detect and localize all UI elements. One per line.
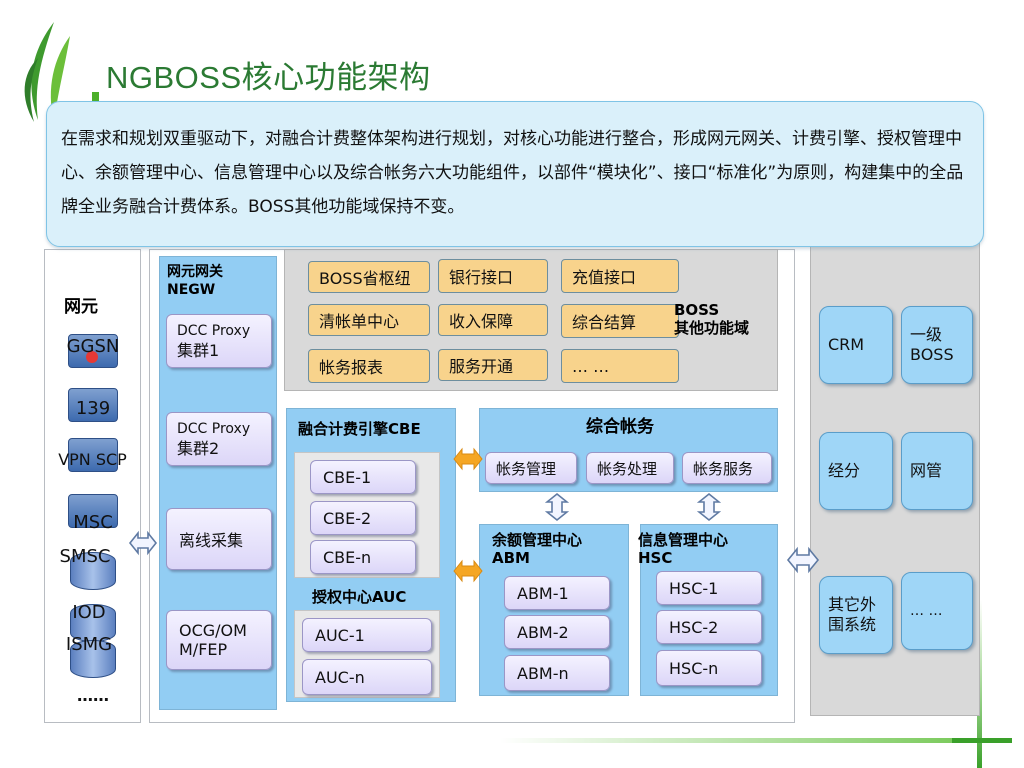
database-icon <box>70 640 116 678</box>
hsc-heading-line2: HSC <box>638 549 673 567</box>
abm-1-box: ABM-1 <box>504 576 610 610</box>
switch-icon <box>68 438 118 472</box>
external-more: … … <box>901 572 973 650</box>
abm-n-box: ABM-n <box>504 655 610 691</box>
cbe-n-box: CBE-n <box>310 540 416 574</box>
negw-dcc-proxy-2: DCC Proxy 集群2 <box>166 412 272 466</box>
hsc-1-box: HSC-1 <box>656 571 762 605</box>
negw-box-label: 集群1 <box>177 341 220 360</box>
bank-interface-box: 银行接口 <box>438 259 548 293</box>
auc-heading: 授权中心AUC <box>312 588 407 606</box>
billing-report-box: 帐务报表 <box>308 349 430 383</box>
account-service-box: 帐务服务 <box>682 452 772 484</box>
double-arrow-icon <box>453 559 483 583</box>
negw-heading-line1: 网元网关 <box>167 264 223 280</box>
vertical-double-arrow-icon <box>697 492 721 522</box>
settlement-box: 综合结算 <box>561 304 679 338</box>
external-label: 围系统 <box>828 615 877 634</box>
negw-ocg-omm-fep: OCG/OM M/FEP <box>166 610 272 670</box>
external-other-systems: 其它外 围系统 <box>819 576 893 654</box>
switch-icon <box>68 388 118 422</box>
recharge-interface-box: 充值接口 <box>561 259 679 293</box>
network-element-heading: 网元 <box>64 297 98 317</box>
negw-box-label: OCG/OM <box>179 621 247 640</box>
negw-heading-line2: NEGW <box>167 282 216 298</box>
ne-ggsn: GGSN <box>66 336 120 357</box>
hsc-n-box: HSC-n <box>656 650 762 686</box>
abm-heading-line2: ABM <box>492 549 530 567</box>
router-status-icon <box>86 351 98 363</box>
double-arrow-icon <box>128 530 158 556</box>
ne-vpn-scp: VPN SCP <box>58 450 127 469</box>
boss-other-heading-line1: BOSS <box>674 301 720 319</box>
ne-ismg: ISMG <box>65 634 113 655</box>
ne-msc: MSC <box>73 512 113 533</box>
negw-heading: 网元网关 NEGW <box>167 263 223 299</box>
double-arrow-icon <box>786 546 820 574</box>
intro-text: 在需求和规划双重驱动下，对融合计费整体架构进行规划，对核心功能进行整合，形成网元… <box>61 129 964 217</box>
leaf-logo-icon <box>24 22 70 122</box>
ne-more: …… <box>77 686 109 705</box>
boss-other-heading-line2: 其他功能域 <box>674 319 750 337</box>
auc-n-box: AUC-n <box>302 659 432 695</box>
external-label: 一级 <box>910 325 943 344</box>
abm-heading-line1: 余额管理中心 <box>492 531 583 549</box>
hsc-heading: 信息管理中心 HSC <box>638 531 728 567</box>
ne-iod: IOD <box>72 602 106 623</box>
abm-heading: 余额管理中心 ABM <box>492 531 582 567</box>
negw-box-label: M/FEP <box>179 640 228 659</box>
negw-offline-collection: 离线采集 <box>166 508 272 570</box>
external-label: 其它外 <box>828 595 877 614</box>
page-title: NGBOSS核心功能架构 <box>106 60 431 95</box>
accounting-heading: 综合帐务 <box>586 417 654 437</box>
clearing-center-box: 清帐单中心 <box>308 304 430 336</box>
abm-2-box: ABM-2 <box>504 615 610 649</box>
database-icon <box>70 604 116 642</box>
external-label: BOSS <box>910 345 954 364</box>
hsc-2-box: HSC-2 <box>656 610 762 644</box>
title-accent <box>92 92 99 104</box>
double-arrow-icon <box>453 447 483 471</box>
account-management-box: 帐务管理 <box>485 452 577 484</box>
intro-callout: 在需求和规划双重驱动下，对融合计费整体架构进行规划，对核心功能进行整合，形成网元… <box>46 101 984 247</box>
service-provisioning-box: 服务开通 <box>438 349 548 381</box>
cbe-2-box: CBE-2 <box>310 501 416 535</box>
cbe-heading: 融合计费引擎CBE <box>298 420 421 438</box>
boss-other-heading: BOSS 其他功能域 <box>674 301 749 337</box>
external-group-boss: 一级 BOSS <box>901 306 973 384</box>
hsc-heading-line1: 信息管理中心 <box>638 531 729 549</box>
external-crm: CRM <box>819 306 893 384</box>
vertical-double-arrow-icon <box>545 492 569 522</box>
negw-box-label: DCC Proxy <box>177 421 251 437</box>
revenue-assurance-box: 收入保障 <box>438 304 548 336</box>
negw-box-label: 集群2 <box>177 439 220 458</box>
account-processing-box: 帐务处理 <box>586 452 674 484</box>
negw-dcc-proxy-1: DCC Proxy 集群1 <box>166 314 272 368</box>
boss-more-box: … … <box>561 349 679 383</box>
switch-icon <box>68 494 118 528</box>
negw-box-label: DCC Proxy <box>177 323 251 339</box>
negw-box-label: 离线采集 <box>179 531 244 550</box>
ne-smsc: SMSC <box>59 546 111 567</box>
auc-1-box: AUC-1 <box>302 618 432 652</box>
external-business-analysis: 经分 <box>819 432 893 510</box>
cbe-1-box: CBE-1 <box>310 460 416 494</box>
ne-139: 139 <box>75 398 111 419</box>
boss-hub-box: BOSS省枢纽 <box>308 261 430 293</box>
external-network-management: 网管 <box>901 432 973 510</box>
database-icon <box>70 552 116 590</box>
